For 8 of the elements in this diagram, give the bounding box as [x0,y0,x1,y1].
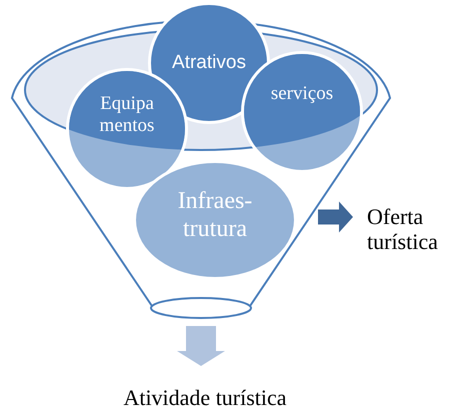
node-label: Equipa mentos [98,93,156,137]
block-arrow [177,326,225,366]
node-label: Infraes- trutura [176,188,254,244]
caption-text: Oferta turística [367,205,439,254]
node-label: serviços [270,83,334,105]
block-arrow [318,202,353,232]
caption-text: Atividade turística [122,386,288,411]
node-label: Atrativos [171,52,247,74]
